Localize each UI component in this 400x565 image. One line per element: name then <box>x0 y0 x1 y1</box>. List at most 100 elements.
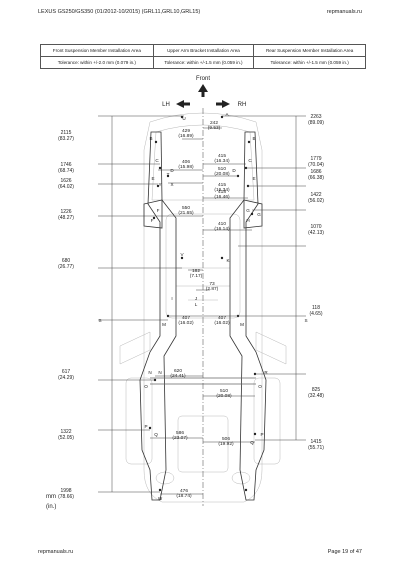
right-dim-in: (89.09) <box>308 120 324 126</box>
point-letter: N <box>148 370 151 375</box>
left-dim-in: (78.66) <box>58 494 74 500</box>
lh-arrow-icon <box>176 100 190 108</box>
center-dim-mm: 73 <box>209 281 215 287</box>
left-dimension-lines <box>98 115 184 493</box>
center-dim-mm: 410 <box>218 221 226 227</box>
point-letter: V <box>180 252 184 257</box>
unit-mm: mm <box>46 494 56 500</box>
center-dim-in: (16.46) <box>214 194 230 200</box>
point-letter: G <box>257 212 261 217</box>
left-dim-in: (48.27) <box>58 215 74 221</box>
front-member-tolerance: Tolerance: within +/-2.0 mm (0.079 in.) <box>40 56 154 69</box>
left-dim-mm: 617 <box>62 369 71 375</box>
document-title: LEXUS GS250/GS350 (01/2012-10/2015) (GRL… <box>38 9 201 15</box>
left-dim-in: (64.02) <box>58 184 74 190</box>
center-dim-in: (19.92) <box>218 441 234 447</box>
horizontal-dimension-lines <box>150 127 255 495</box>
right-dimension-lines <box>222 115 306 441</box>
unit-legend: mm (in.) <box>46 494 56 510</box>
left-rail <box>139 131 177 501</box>
front-arrow-icon <box>198 84 208 97</box>
left-dim-mm: 680 <box>62 258 71 264</box>
point-letter: I <box>171 296 172 301</box>
point-letter: E <box>151 176 154 181</box>
rear-member-tolerance: Tolerance: within +/-1.5 mm (0.059 in.) <box>253 56 366 69</box>
point-letter: P <box>260 432 263 437</box>
right-dim-mm: 2263 <box>310 114 321 120</box>
left-dim-in: (24.29) <box>58 375 74 381</box>
rh-label: RH <box>238 102 247 108</box>
orientation-arrows <box>176 84 230 108</box>
point-letter: S <box>304 318 307 323</box>
center-dim-mm: 429 <box>182 128 190 134</box>
right-dim-mm: 1422 <box>310 192 321 198</box>
point-letter: O <box>144 384 148 389</box>
left-front-bracket <box>143 199 163 229</box>
right-dim-in: (32.48) <box>308 393 324 399</box>
point-letter: F <box>157 208 160 213</box>
center-dim-mm: 407 <box>218 315 226 321</box>
center-dim-mm: 510 <box>220 388 228 394</box>
point-letter: X <box>170 182 173 187</box>
center-dim-in: (18.74) <box>176 493 192 499</box>
left-dim-in: (68.74) <box>58 168 74 174</box>
point-letter: D <box>170 168 174 173</box>
center-dim-in: (16.02) <box>178 320 194 326</box>
right-dim-mm: 825 <box>312 387 321 393</box>
center-dim-in: (20.08) <box>216 393 232 399</box>
right-dim-mm: 118 <box>312 305 320 311</box>
left-dim-in: (83.27) <box>58 136 74 142</box>
point-letter: J <box>195 296 197 301</box>
point-letter: S <box>98 318 101 323</box>
right-dim-mm: 1779 <box>310 156 321 162</box>
left-dim-mm: 1746 <box>60 162 71 168</box>
point-letter-labels: A B B C C D D E E F F G G H I J K L M M … <box>98 112 307 501</box>
lh-label: LH <box>162 102 170 108</box>
point-letter: C <box>155 158 159 163</box>
left-dim-in: (26.77) <box>58 264 74 270</box>
tolerance-value-row: Tolerance: within +/-2.0 mm (0.079 in.) … <box>40 56 366 69</box>
right-dim-in: (70.04) <box>308 162 324 168</box>
center-dim-mm: 418 <box>218 189 226 195</box>
right-dim-in: (66.38) <box>308 175 324 181</box>
right-dimension-labels: 2263 (89.09) 1779 (70.04) 1686 (66.38) 1… <box>308 114 324 451</box>
point-letter: P <box>144 424 147 429</box>
point-letter: H <box>246 218 249 223</box>
tolerance-header-row: Front Suspension Member Installation Are… <box>40 44 366 57</box>
point-letter: K <box>226 258 230 263</box>
point-letter: M <box>162 322 166 327</box>
center-dim-in: (16.14) <box>214 226 230 232</box>
right-dim-mm: 1686 <box>310 169 321 175</box>
center-dim-mm: 182 <box>192 268 200 274</box>
center-dim-in: (16.34) <box>214 158 230 164</box>
point-letter: F <box>151 218 154 223</box>
point-letter: B <box>252 136 255 141</box>
left-dim-mm: 1226 <box>60 209 71 215</box>
point-letter: N <box>158 370 161 375</box>
center-dim-mm: 476 <box>180 488 188 494</box>
center-dim-in: (2.87) <box>206 286 219 292</box>
right-dim-mm: 1070 <box>310 224 321 230</box>
right-dim-in: (42.13) <box>308 230 324 236</box>
center-dim-mm: 506 <box>222 436 230 442</box>
center-dim-mm: 415 <box>218 153 226 159</box>
point-letter: E <box>252 176 255 181</box>
point-letter: W <box>158 496 163 501</box>
point-letter: L <box>195 302 198 307</box>
point-letter: U <box>182 116 185 121</box>
center-dim-mm: 415 <box>218 182 226 188</box>
center-dim-in: (15.98) <box>178 164 194 170</box>
left-dimension-labels: 2115 (83.27) 1746 (68.74) 1626 (64.02) 1… <box>58 130 74 500</box>
point-letter: B <box>149 136 152 141</box>
footer-site: repmanuals.ru <box>38 549 74 555</box>
center-dim-mm: 620 <box>174 368 182 374</box>
center-dim-mm: 242 <box>210 120 218 126</box>
tolerance-table: Front Suspension Member Installation Are… <box>40 44 366 69</box>
center-dim-mm: 406 <box>182 159 190 165</box>
right-rail <box>229 131 267 501</box>
point-letter: M <box>240 322 244 327</box>
center-dimension-labels: 429 (16.89) 242 (9.53) 406 (15.98) 415 (… <box>170 120 234 499</box>
center-dim-in: (20.08) <box>214 171 230 177</box>
point-letter: G <box>246 208 250 213</box>
